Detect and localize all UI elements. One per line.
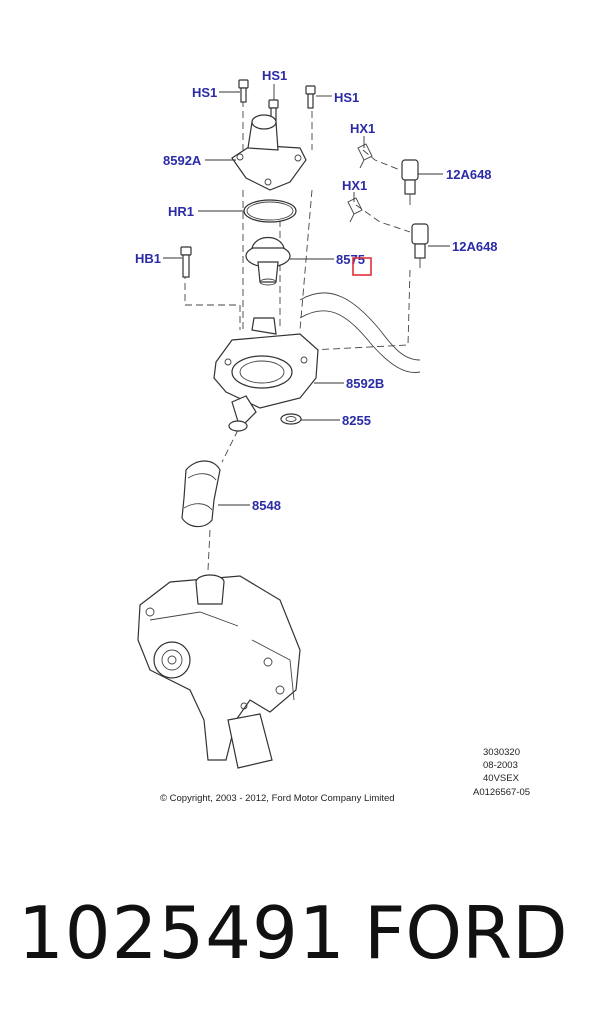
thermostat-housing-upper xyxy=(231,114,307,191)
callout-o-ring: HR1 xyxy=(168,204,194,219)
callout-hs1-left: HS1 xyxy=(192,85,217,100)
callout-hs1-right: HS1 xyxy=(334,90,359,105)
product-footer: 1025491 FORD xyxy=(0,878,600,988)
seal-washer xyxy=(280,413,302,425)
clip-hx1-lower xyxy=(347,197,363,223)
copyright-notice: © Copyright, 2003 - 2012, Ford Motor Com… xyxy=(160,793,395,804)
drawing-code-4: A0126567-05 xyxy=(473,787,530,798)
drawing-codes: 3030320 08-2003 40VSEX A0126567-05 xyxy=(473,747,530,798)
callout-bolt-long: HB1 xyxy=(135,251,161,266)
drawing-code-3: 40VSEX xyxy=(483,773,520,784)
callout-housing-upper: 8592A xyxy=(163,153,202,168)
thermostat-housing-lower xyxy=(213,317,319,432)
callout-hs1-top: HS1 xyxy=(262,68,287,83)
drawing-code-1: 3030320 xyxy=(483,747,520,758)
callout-clip-upper: HX1 xyxy=(350,121,375,136)
bolt-hs1-left xyxy=(238,79,249,103)
brand-name: FORD xyxy=(364,891,568,975)
callout-thermostat: 8575 xyxy=(336,252,365,267)
coolant-hose xyxy=(181,460,221,528)
o-ring-hr1 xyxy=(243,199,297,223)
assembly-guide-lines xyxy=(184,100,411,571)
clip-hx1-upper xyxy=(357,143,373,169)
bolt-hs1-right xyxy=(305,85,316,109)
callout-housing-lower: 8592B xyxy=(346,376,384,391)
leader-lines xyxy=(163,84,450,506)
water-pump-assembly xyxy=(137,574,301,769)
bolt-hb1 xyxy=(180,246,192,278)
callout-hose: 8548 xyxy=(252,498,281,513)
exploded-parts-diagram: HS1 HS1 HS1 8592A HR1 HB1 8575 HX1 HX1 1… xyxy=(135,68,530,804)
callout-seal: 8255 xyxy=(342,413,371,428)
bypass-tube xyxy=(299,292,421,373)
temperature-sensor-lower xyxy=(411,223,429,268)
highlight-box xyxy=(352,257,372,276)
temperature-sensor-upper xyxy=(401,159,419,205)
callout-sensor-lower: 12A648 xyxy=(452,239,498,254)
callout-sensor-upper: 12A648 xyxy=(446,167,492,182)
callout-clip-lower: HX1 xyxy=(342,178,367,193)
thermostat xyxy=(245,236,291,286)
drawing-code-2: 08-2003 xyxy=(483,760,518,771)
part-number: 1025491 xyxy=(18,891,346,975)
